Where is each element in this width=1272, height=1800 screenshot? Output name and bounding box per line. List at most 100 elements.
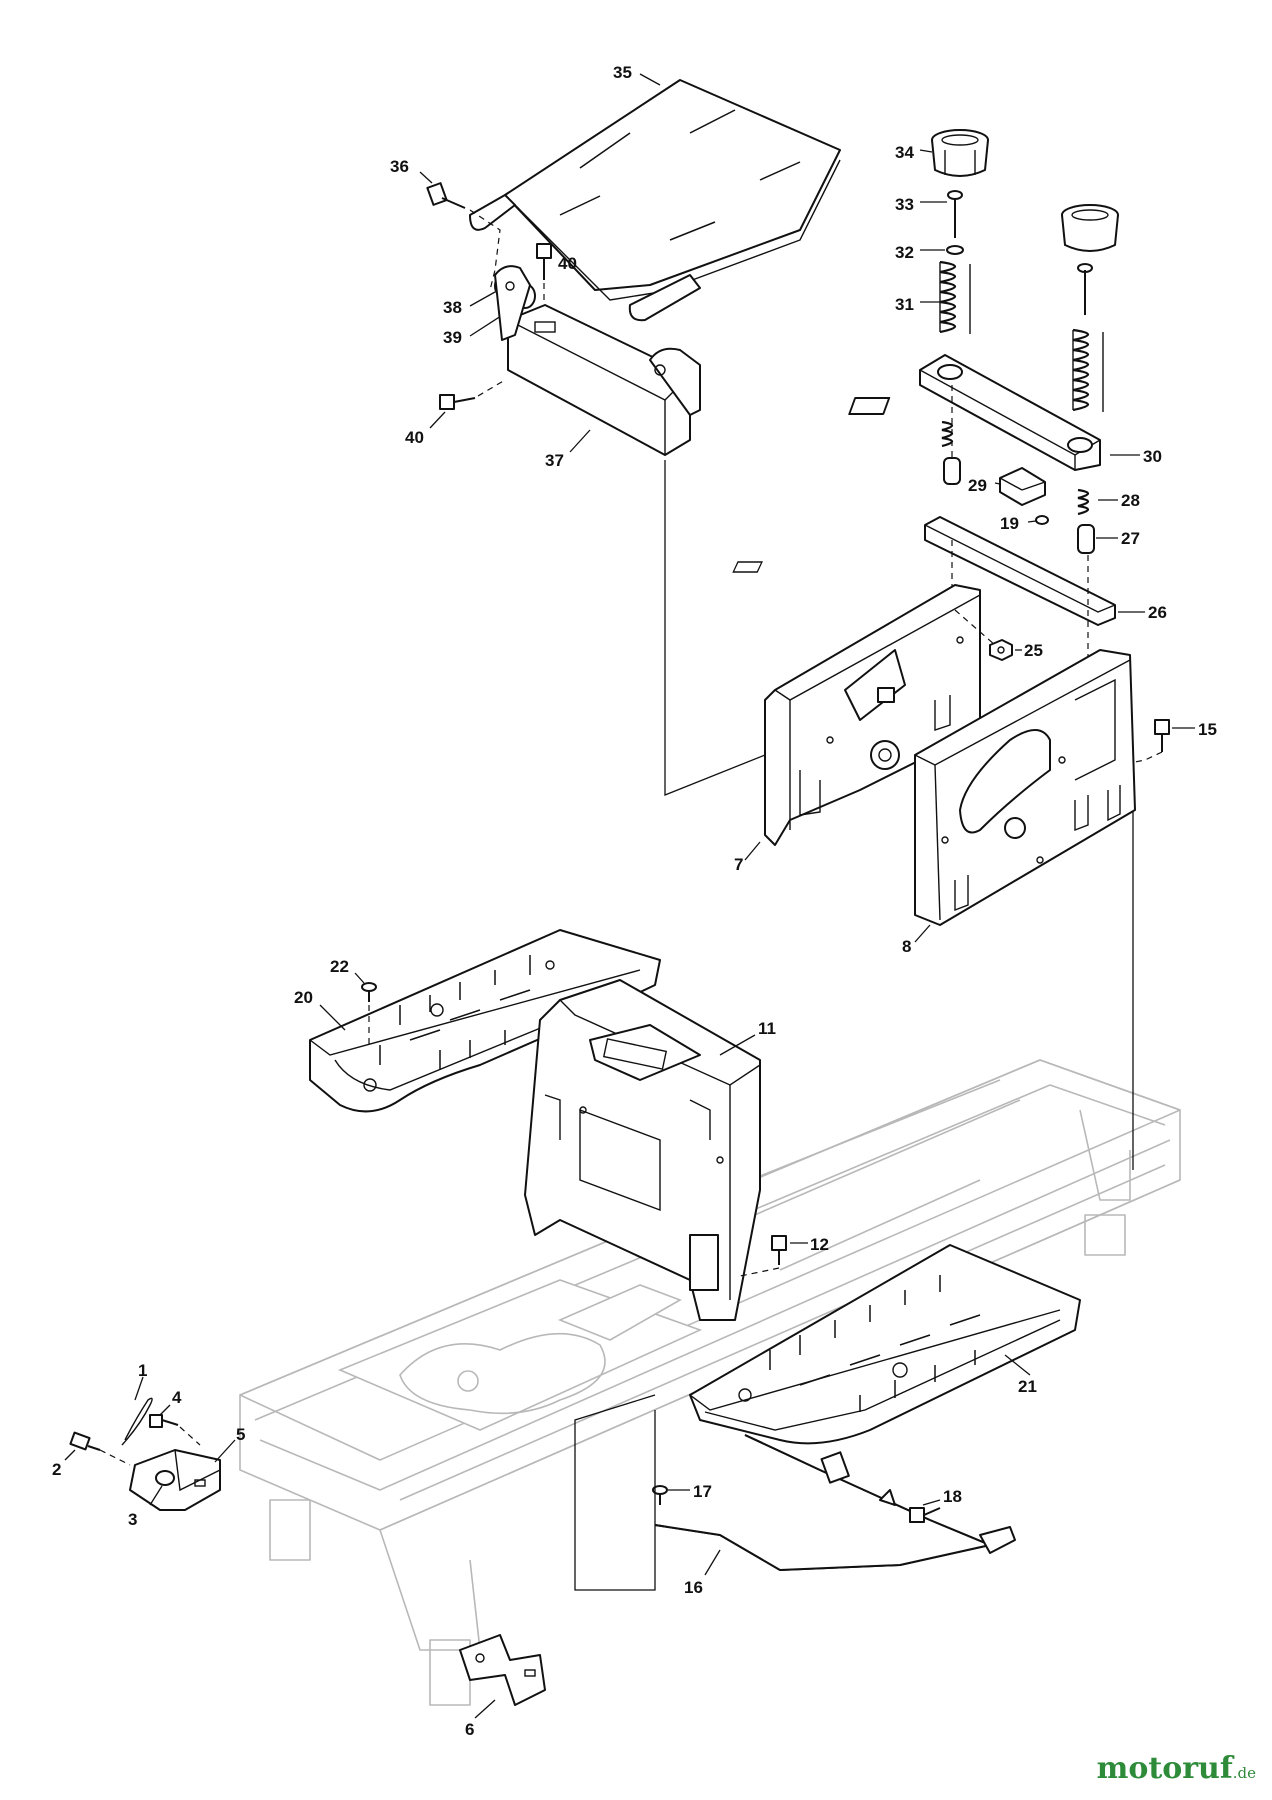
callout-16: 16 [684,1578,703,1597]
bolt-part-40-lower [439,394,476,410]
callout-19: 19 [1000,514,1019,533]
watermark-suffix: .de [1232,1764,1256,1782]
leader-7 [744,841,761,861]
link-rod-part-16 [654,1434,1016,1571]
callout-27: 27 [1121,529,1140,548]
leader-35 [639,73,661,86]
bolt-part-12 [771,1235,787,1265]
bracket-part-5 [129,1449,221,1511]
assembly-line-16 [574,1394,656,1591]
spring-small-left [941,420,954,448]
washer-part-32 [946,245,964,255]
bolt-part-15 [1154,719,1170,752]
callout-36: 36 [390,157,409,176]
callout-29: 29 [968,476,987,495]
leader-11 [719,1034,756,1056]
callout-35: 35 [613,63,632,82]
screw-part-22 [361,982,377,1002]
callout-21: 21 [1018,1377,1037,1396]
callout-32: 32 [895,243,914,262]
leader-29 [994,482,1001,485]
callout-20: 20 [294,988,313,1007]
pin-part-27 [1077,524,1095,554]
callout-11: 11 [758,1019,776,1038]
callout-7: 7 [734,855,743,874]
leader-36 [419,171,433,184]
console-housing-part-11 [524,979,761,1321]
callout-18: 18 [943,1487,962,1506]
dash-bolt-12 [739,1267,780,1277]
leader-38 [469,291,496,307]
bolt-part-40-upper [536,243,552,280]
callout-6: 6 [465,1720,474,1739]
leader-8 [914,924,931,943]
spring-right [1072,328,1104,412]
screw-part-19 [1035,515,1049,525]
leader-4 [159,1404,171,1416]
leader-2 [64,1449,76,1461]
callout-2: 2 [52,1460,61,1479]
adjuster-knob-right [1061,204,1119,252]
callout-31: 31 [895,295,914,314]
callout-8: 8 [902,937,911,956]
callout-4: 4 [172,1388,182,1407]
callout-1: 1 [138,1361,147,1380]
bolt-part-4 [149,1414,179,1428]
adjuster-knob-part-34 [931,129,989,177]
leader-19 [1027,520,1037,523]
leader-20 [319,1004,346,1031]
leader-16 [704,1549,721,1576]
suspension-plate-part-30 [848,354,1101,471]
leader-1 [134,1376,144,1401]
dash-pin-2 [99,1449,131,1466]
nut-part-25 [989,639,1013,661]
dash-nut-25 [954,609,996,646]
spring-part-31 [939,260,971,334]
seat-pan-part-35 [469,79,841,322]
dash-bolt-15 [1134,751,1163,763]
dash-36 [469,209,501,291]
callout-28: 28 [1121,491,1140,510]
nut-part-3 [155,1470,175,1486]
small-spring-part-28 [1077,488,1090,516]
callout-15: 15 [1198,720,1217,739]
long-bolt-right [1077,263,1093,315]
leader-3 [149,1485,163,1506]
leader-18 [922,1499,941,1506]
seat-hinge-bracket-part-37 [494,265,701,456]
leader-37 [569,429,591,453]
watermark-logo: motoruf.de [1097,1751,1256,1786]
seat-switch-part-29 [999,467,1046,506]
callout-22: 22 [330,957,349,976]
long-bolt-part-33 [947,190,963,238]
pin-left [943,457,961,485]
footrest-left-part-20 [309,929,661,1113]
assembly-line-37-7 [664,460,791,796]
footrest-right-part-21 [689,1244,1081,1445]
callout-34: 34 [895,143,914,162]
callout-40-upper: 40 [558,254,577,273]
seat-rail-part-26 [732,516,1116,626]
seat-support-plate-part-7 [764,584,981,846]
bolt-part-36 [426,182,466,209]
callout-12: 12 [810,1235,829,1254]
callout-39: 39 [443,328,462,347]
callout-25: 25 [1024,641,1043,660]
leader-21 [1004,1354,1031,1376]
dash-bolt-4 [179,1426,201,1446]
callout-5: 5 [236,1425,245,1444]
callout-3: 3 [128,1510,137,1529]
callout-26: 26 [1148,603,1167,622]
callout-37: 37 [545,451,564,470]
pin-part-2 [69,1431,101,1451]
leader-5 [214,1439,236,1463]
screw-part-17 [652,1485,668,1505]
leader-34 [919,149,933,153]
leader-6 [474,1699,496,1719]
dash-40-lower [477,379,506,397]
leader-40-lower [429,411,446,429]
callout-40-lower: 40 [405,428,424,447]
watermark-text: motoruf [1096,1751,1233,1786]
callout-17: 17 [693,1482,712,1501]
